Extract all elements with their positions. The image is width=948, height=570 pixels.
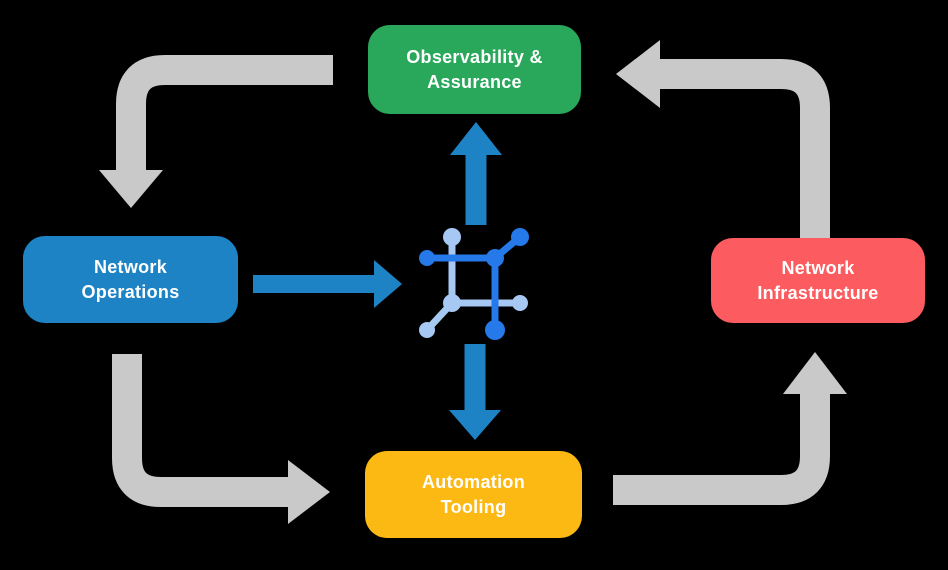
arrow-operations-to-tooling-head bbox=[288, 460, 330, 524]
node-automation-tooling: Automation Tooling bbox=[365, 451, 582, 538]
arrow-tooling-to-infrastructure bbox=[613, 352, 847, 505]
arrow-center-to-tooling-head bbox=[449, 410, 501, 440]
icon-dark-node-left bbox=[419, 250, 435, 266]
node-operations-label-line1: Network bbox=[93, 256, 168, 277]
node-infrastructure-label-line1: Network bbox=[781, 257, 855, 278]
node-network-infrastructure: Network Infrastructure bbox=[711, 238, 925, 323]
icon-dark-junction bbox=[486, 249, 504, 267]
node-observability-assurance: Observability & Assurance bbox=[368, 25, 581, 114]
arrow-observability-to-operations bbox=[99, 55, 333, 208]
icon-dark-node-diagonal bbox=[511, 228, 529, 246]
arrow-operations-to-tooling-shaft bbox=[112, 354, 288, 507]
icon-light-node-right bbox=[512, 295, 528, 311]
icon-light-node-top bbox=[443, 228, 461, 246]
arrow-tooling-to-infrastructure-shaft bbox=[613, 392, 830, 505]
icon-dark-node-bottom bbox=[485, 320, 505, 340]
arrow-infrastructure-to-observability bbox=[616, 40, 830, 238]
arrow-center-to-tooling bbox=[449, 344, 501, 440]
node-infrastructure-label-line2: Infrastructure bbox=[757, 282, 879, 303]
network-mesh-icon-dark-layer bbox=[419, 228, 529, 340]
arrow-operations-to-center-head bbox=[374, 260, 402, 308]
arrow-infrastructure-to-observability-shaft bbox=[660, 59, 830, 238]
arrow-observability-to-operations-head bbox=[99, 170, 163, 208]
node-observability-label-line2: Assurance bbox=[427, 71, 522, 92]
node-observability-label-line1: Observability & bbox=[406, 46, 543, 67]
arrow-tooling-to-infrastructure-head bbox=[783, 352, 847, 394]
node-operations-label-line2: Operations bbox=[81, 281, 180, 302]
arrow-center-to-observability bbox=[450, 122, 502, 225]
node-network-operations: Network Operations bbox=[23, 236, 238, 323]
network-mesh-icon bbox=[419, 228, 529, 340]
icon-light-node-diagonal bbox=[419, 322, 435, 338]
arrow-center-to-observability-head bbox=[450, 122, 502, 155]
arrow-operations-to-tooling bbox=[112, 354, 330, 524]
arrow-infrastructure-to-observability-head bbox=[616, 40, 660, 108]
icon-light-junction bbox=[443, 294, 461, 312]
node-tooling-label-line1: Automation bbox=[422, 471, 525, 492]
arrow-operations-to-center bbox=[253, 260, 402, 308]
arrow-observability-to-operations-shaft bbox=[116, 55, 333, 172]
node-tooling-label-line2: Tooling bbox=[440, 496, 507, 517]
